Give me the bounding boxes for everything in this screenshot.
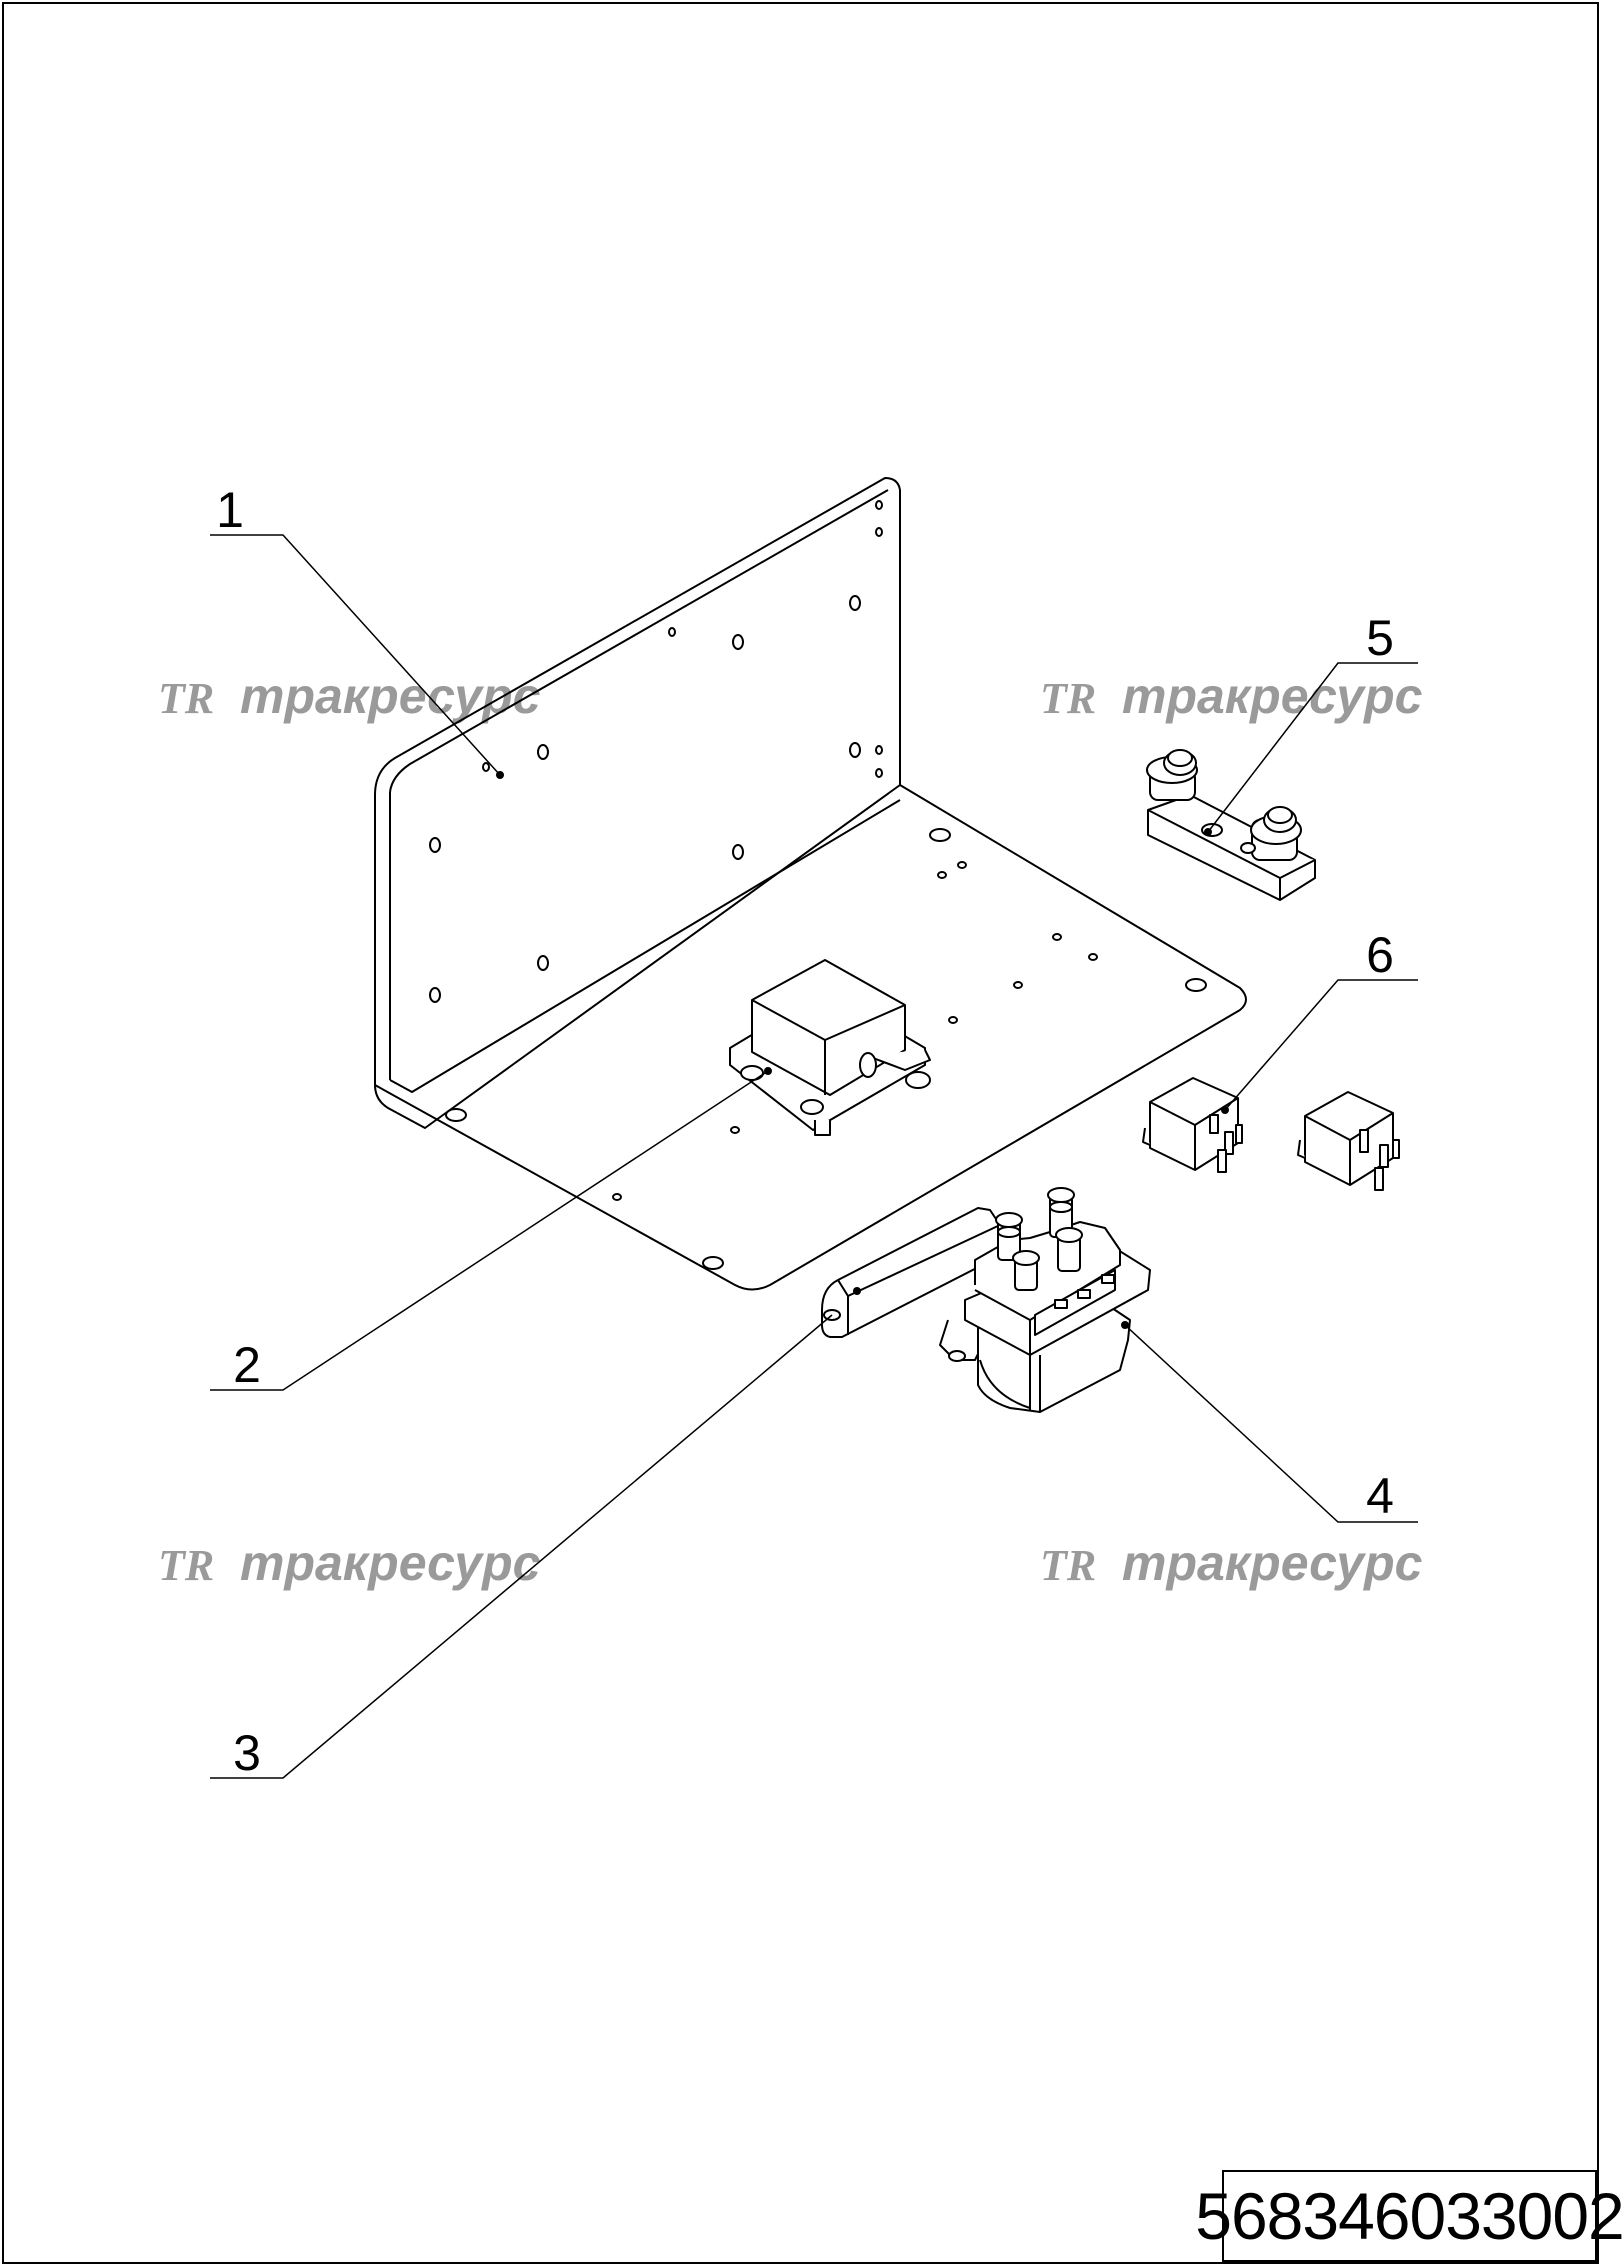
watermark-bottom-right: TR тракресурс xyxy=(1040,1535,1423,1591)
contactor xyxy=(939,1187,1151,1413)
callout-number: 5 xyxy=(1366,610,1394,666)
callout-3: 3 xyxy=(210,1314,833,1781)
fuse-holder xyxy=(1146,749,1316,901)
watermark-text: тракресурс xyxy=(1122,668,1423,724)
watermark-logo: TR xyxy=(158,1541,214,1590)
document-number: 568346033002 xyxy=(1195,2170,1624,2262)
mounting-bracket xyxy=(374,477,1247,1291)
watermark-logo: TR xyxy=(1040,674,1096,723)
watermark-top-right: TR тракресурс xyxy=(1040,668,1423,724)
watermark-bottom-left: TR тракресурс xyxy=(158,1535,541,1591)
callout-number: 4 xyxy=(1366,1468,1394,1524)
callout-4: 4 xyxy=(1124,1324,1418,1524)
callout-number: 6 xyxy=(1366,927,1394,983)
callout-number: 1 xyxy=(216,482,244,538)
callout-number: 3 xyxy=(233,1725,261,1781)
watermark-text: тракресурс xyxy=(240,1535,541,1591)
callout-6: 6 xyxy=(1224,927,1418,1111)
watermark-logo: TR xyxy=(158,674,214,723)
callout-number: 2 xyxy=(233,1337,261,1393)
sensor-box xyxy=(729,959,931,1136)
relays xyxy=(1142,1077,1400,1191)
callout-2: 2 xyxy=(210,1070,769,1393)
callout-1: 1 xyxy=(210,482,501,776)
watermark-text: тракресурс xyxy=(240,668,541,724)
watermark-logo: TR xyxy=(1040,1541,1096,1590)
watermark-text: тракресурс xyxy=(1122,1535,1423,1591)
watermark-top-left: TR тракресурс xyxy=(158,668,541,724)
callout-5: 5 xyxy=(1207,610,1418,833)
